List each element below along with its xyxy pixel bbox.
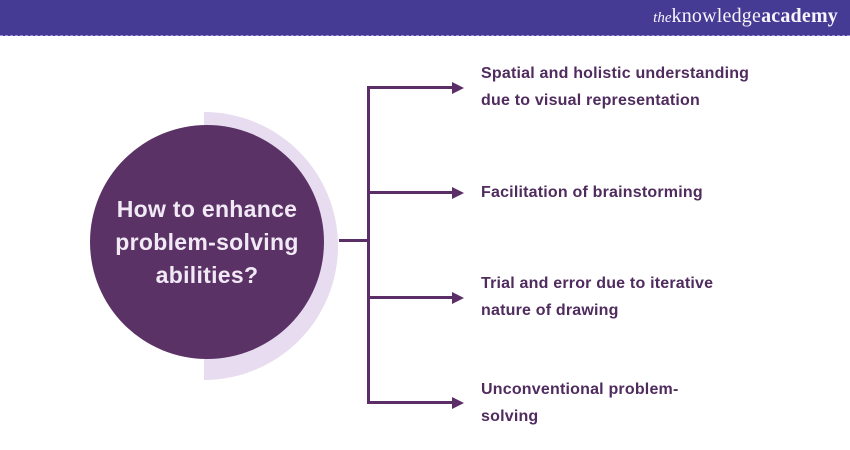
connector-trunk	[367, 86, 370, 404]
logo-academy: academy	[761, 5, 838, 27]
benefit-item-2: Facilitation of brainstorming	[481, 184, 703, 201]
brand-logo: theknowledgeacademy	[653, 0, 850, 36]
benefit-item-1: Spatial and holistic understanding due t…	[481, 65, 750, 109]
arrow-right-icon	[452, 81, 464, 94]
benefit-item-3: Trial and error due to iterative nature …	[481, 275, 714, 319]
center-circle: How to enhance problem-solving abilities…	[90, 125, 324, 359]
branch-line-1	[367, 86, 453, 89]
logo-knowledge: knowledge	[671, 5, 762, 27]
arrow-right-icon	[452, 396, 464, 409]
connector-stub	[339, 239, 369, 242]
branch-line-3	[367, 296, 453, 299]
header-bar: theknowledgeacademy	[0, 0, 850, 36]
branch-line-4	[367, 401, 453, 404]
arrow-right-icon	[452, 291, 464, 304]
branch-line-2	[367, 191, 453, 194]
logo-the: the	[653, 10, 672, 26]
arrow-right-icon	[452, 186, 464, 199]
benefit-item-4: Unconventional problem- solving	[481, 381, 679, 425]
center-question: How to enhance problem-solving abilities…	[115, 195, 299, 288]
